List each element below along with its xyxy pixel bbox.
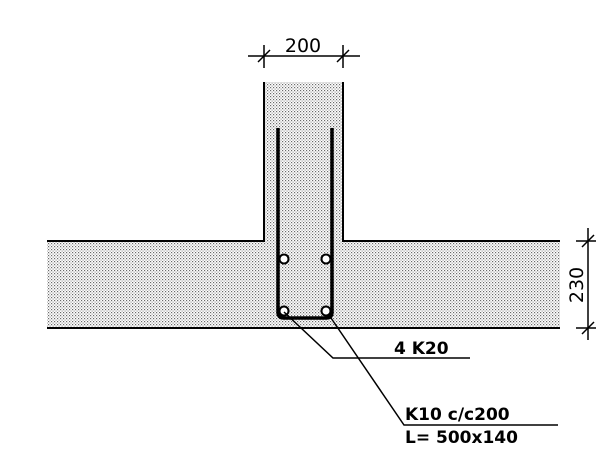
stirrup-bar: [276, 128, 334, 320]
web-right-edge: [342, 82, 560, 242]
width-dimension-value: 200: [285, 35, 321, 57]
web-left-edge: [47, 82, 265, 242]
main-bars-label: 4 K20: [394, 339, 449, 359]
main-bar-top-left: [278, 253, 290, 265]
stirrup-label-line1: K10 c/c200: [405, 405, 510, 425]
slab-depth-dimension: 230: [566, 228, 596, 340]
stirrup-leader: [330, 317, 558, 426]
main-bars-leader: [283, 311, 470, 359]
main-bar-bottom-right: [320, 305, 332, 317]
stirrup-label-line2: L= 500x140: [405, 428, 518, 448]
slab-depth-dimension-value: 230: [566, 267, 588, 303]
main-bar-top-right: [320, 253, 332, 265]
width-dimension: 200: [248, 35, 360, 68]
concrete-section: [47, 82, 560, 328]
